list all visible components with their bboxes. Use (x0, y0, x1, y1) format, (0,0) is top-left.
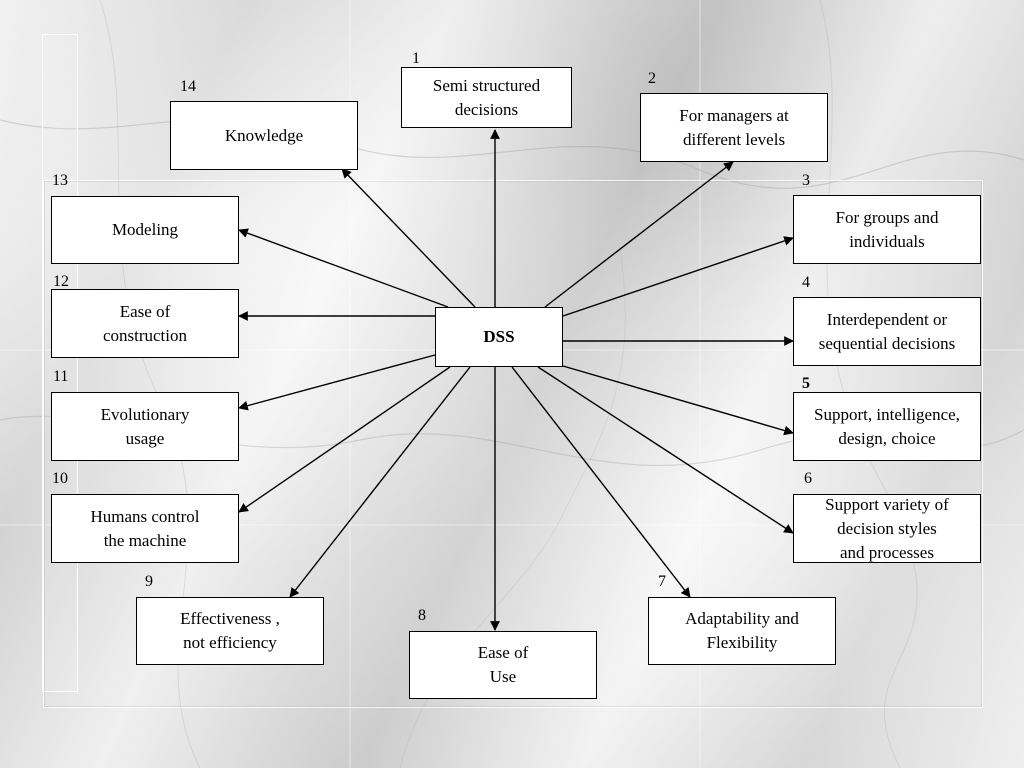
node-label: Evolutionary usage (100, 404, 190, 448)
arrow-to-node-2 (544, 161, 734, 308)
node-number: 5 (802, 375, 810, 392)
node-label: Ease of Use (477, 643, 529, 686)
node-box-for-managers: For managers at different levels (640, 93, 828, 162)
node-box-decision-styles: Support variety of decision styles and p… (793, 494, 981, 563)
node-number: 10 (52, 470, 68, 487)
node-box-semi-structured-decisions: Semi structured decisions (401, 67, 572, 128)
arrow-to-node-14 (341, 168, 476, 308)
node-number: 6 (804, 470, 812, 487)
node-box-intelligence-design-choice: Support, intelligence, design, choice (793, 392, 981, 461)
arrow-to-node-10 (238, 366, 451, 513)
arrow-to-node-7 (511, 366, 691, 598)
node-number: 11 (53, 368, 69, 385)
node-label: For managers at different levels (679, 105, 789, 149)
node-label: For groups and individuals (835, 207, 939, 251)
node-label: Ease of construction (102, 301, 188, 345)
arrow-to-node-5 (562, 365, 794, 436)
node-box-groups-individuals: For groups and individuals (793, 195, 981, 264)
node-box-evolutionary-usage: Evolutionary usage (51, 392, 239, 461)
node-box-adaptability: Adaptability and Flexibility (648, 597, 836, 665)
dss-center-box: DSS (435, 307, 563, 367)
node-box-interdependent-decisions: Interdependent or sequential decisions (793, 297, 981, 366)
node-box-effectiveness: Effectiveness , not efficiency (136, 597, 324, 665)
node-label: Support, intelligence, design, choice (814, 404, 960, 448)
node-number: 7 (658, 573, 666, 590)
arrow-to-node-13 (238, 228, 449, 308)
node-number: 12 (53, 273, 69, 290)
arrow-to-node-3 (562, 236, 794, 317)
arrow-to-node-6 (537, 366, 794, 534)
node-number: 4 (802, 274, 810, 291)
node-label: Support variety of decision styles and p… (825, 494, 949, 562)
node-label: Interdependent or sequential decisions (818, 309, 956, 353)
node-number: 3 (802, 172, 810, 189)
dss-center-label: DSS (483, 327, 515, 346)
arrow-to-node-11 (238, 354, 436, 411)
node-number: 13 (52, 172, 68, 189)
node-label: Modeling (111, 220, 179, 239)
node-number: 8 (418, 607, 426, 624)
node-box-ease-of-construction: Ease of construction (51, 289, 239, 358)
node-box-knowledge: Knowledge (170, 101, 358, 170)
decorative-bar (42, 34, 78, 692)
node-number: 1 (412, 50, 420, 67)
node-number: 9 (145, 573, 153, 590)
decorative-frame (43, 180, 983, 708)
node-box-humans-control: Humans control the machine (51, 494, 239, 563)
node-label: Semi structured decisions (432, 75, 541, 119)
node-label: Adaptability and Flexibility (685, 609, 799, 652)
node-box-modeling: Modeling (51, 196, 239, 264)
node-label: Knowledge (224, 125, 304, 145)
node-number: 14 (180, 78, 196, 95)
node-label: Humans control the machine (90, 506, 200, 550)
node-box-ease-of-use: Ease of Use (409, 631, 597, 699)
node-label: Effectiveness , not efficiency (180, 609, 280, 652)
node-number: 2 (648, 70, 656, 87)
arrow-to-node-9 (289, 366, 471, 598)
